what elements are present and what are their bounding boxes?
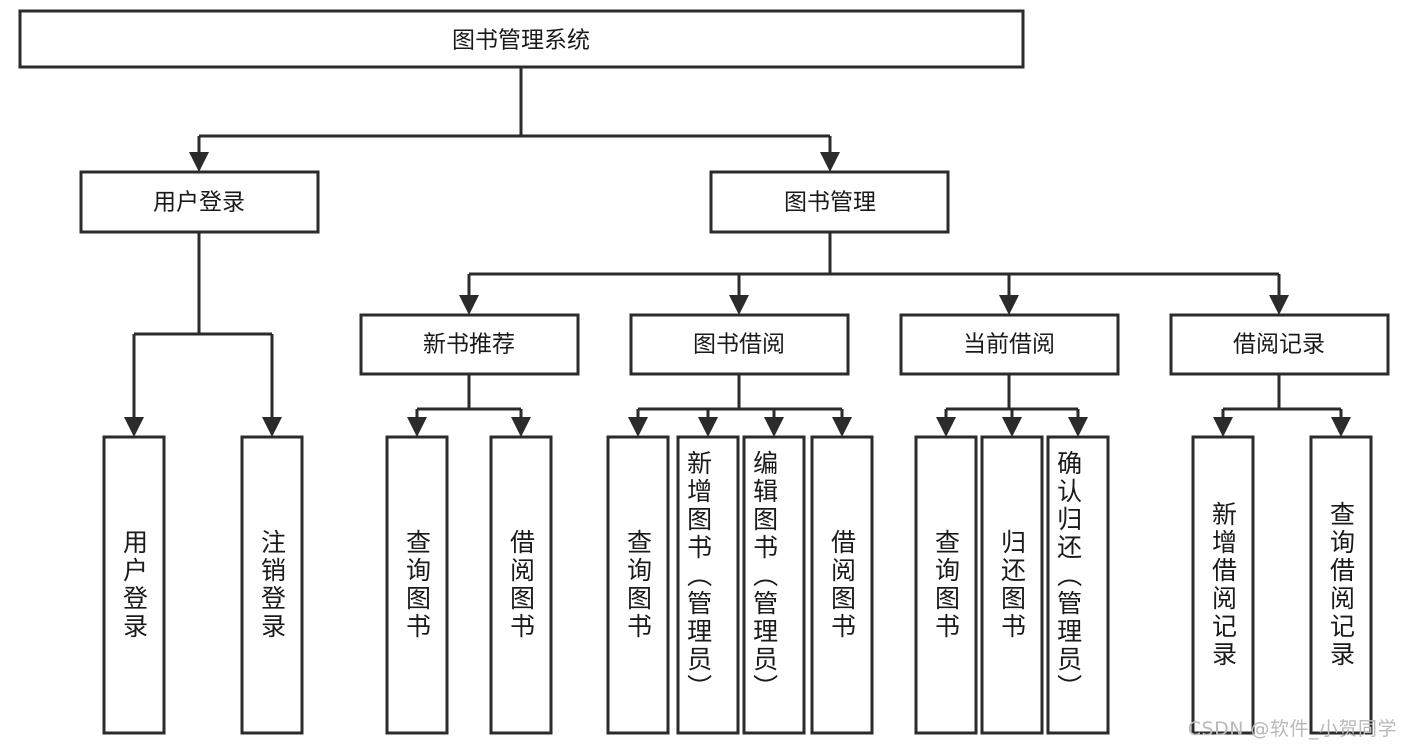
leaf-record-add-box <box>1191 435 1255 735</box>
leaf-user-login-logout-label: 注销登录 <box>258 529 287 641</box>
arrow-root-to-book-mgmt <box>820 152 840 172</box>
arrow-borrow-leaf-1 <box>628 417 648 437</box>
arrow-bookmgmt-to-current <box>999 295 1019 315</box>
leaf-user-login-login[interactable]: 用户登录 <box>102 435 166 735</box>
leaf-borrow-edit-book[interactable]: 编辑图书（管理员） <box>742 435 806 735</box>
node-user-login-label: 用户登录 <box>153 190 245 216</box>
arrow-record-leaf-2 <box>1331 417 1351 437</box>
leaf-borrow-query[interactable]: 查询图书 <box>606 435 670 735</box>
node-book-borrow-box <box>629 313 850 376</box>
arrow-userlogin-leaf-1 <box>124 417 144 437</box>
node-root-box <box>18 9 1025 69</box>
leaf-record-query-label: 查询借阅记录 <box>1327 501 1356 669</box>
node-user-login-box <box>79 170 320 234</box>
leaf-user-login-logout[interactable]: 注销登录 <box>240 435 304 735</box>
leaf-record-add[interactable]: 新增借阅记录 <box>1191 435 1255 735</box>
leaf-borrow-add-book-box <box>676 435 740 735</box>
leaf-borrow-borrow-book-label: 借阅图书 <box>828 529 857 641</box>
leaf-newbook-query[interactable]: 查询图书 <box>385 435 449 735</box>
node-book-management-box <box>709 170 950 234</box>
leaf-borrow-borrow-book-box <box>810 435 874 735</box>
leaf-newbook-borrow-box <box>489 435 553 735</box>
arrow-newbook-leaf-2 <box>511 417 531 437</box>
leaf-current-confirm-return[interactable]: 确认归还（管理员） <box>1046 435 1110 735</box>
leaf-newbook-borrow-label: 借阅图书 <box>507 529 536 641</box>
leaf-current-query-label: 查询图书 <box>932 529 961 641</box>
node-book-borrow-label: 图书借阅 <box>693 332 785 358</box>
arrow-current-leaf-3 <box>1068 417 1088 437</box>
leaf-borrow-query-label: 查询图书 <box>624 529 653 641</box>
arrow-bookmgmt-to-borrow <box>729 295 749 315</box>
node-root-book-management-system[interactable]: 图书管理系统 <box>18 9 1025 69</box>
leaf-borrow-add-book-label: 新增图书（管理员） <box>684 450 713 702</box>
node-root-label: 图书管理系统 <box>452 28 590 54</box>
node-current-borrow[interactable]: 当前借阅 <box>899 313 1120 376</box>
leaf-borrow-edit-book-box <box>742 435 806 735</box>
arrow-bookmgmt-to-newbook <box>459 295 479 315</box>
arrow-borrow-leaf-3 <box>764 417 784 437</box>
leaf-current-query-box <box>914 435 978 735</box>
leaf-record-query[interactable]: 查询借阅记录 <box>1309 435 1373 735</box>
node-borrow-record[interactable]: 借阅记录 <box>1169 313 1390 376</box>
leaf-newbook-borrow[interactable]: 借阅图书 <box>489 435 553 735</box>
leaf-current-confirm-return-box <box>1046 435 1110 735</box>
node-new-book-recommend-label: 新书推荐 <box>423 332 515 358</box>
arrow-current-leaf-2 <box>1002 417 1022 437</box>
node-book-borrow[interactable]: 图书借阅 <box>629 313 850 376</box>
leaf-newbook-query-box <box>385 435 449 735</box>
node-current-borrow-box <box>899 313 1120 376</box>
arrow-root-to-user-login <box>189 152 209 172</box>
leaf-user-login-login-box <box>102 435 166 735</box>
node-borrow-record-box <box>1169 313 1390 376</box>
leaf-newbook-query-label: 查询图书 <box>403 529 432 641</box>
arrow-bookmgmt-to-record <box>1269 295 1289 315</box>
leaf-borrow-borrow-book[interactable]: 借阅图书 <box>810 435 874 735</box>
leaf-current-return-label: 归还图书 <box>998 529 1027 641</box>
arrow-borrow-leaf-2 <box>698 417 718 437</box>
leaf-user-login-logout-box <box>240 435 304 735</box>
leaf-current-return-box <box>980 435 1044 735</box>
node-current-borrow-label: 当前借阅 <box>963 332 1055 358</box>
leaf-record-query-box <box>1309 435 1373 735</box>
leaf-current-return[interactable]: 归还图书 <box>980 435 1044 735</box>
node-borrow-record-label: 借阅记录 <box>1233 332 1325 358</box>
leaf-borrow-edit-book-label: 编辑图书（管理员） <box>750 450 779 702</box>
node-user-login[interactable]: 用户登录 <box>79 170 320 234</box>
arrow-record-leaf-1 <box>1213 417 1233 437</box>
leaf-record-add-label: 新增借阅记录 <box>1209 501 1238 669</box>
node-book-management[interactable]: 图书管理 <box>709 170 950 234</box>
leaf-borrow-query-box <box>606 435 670 735</box>
leaf-current-confirm-return-label: 确认归还（管理员） <box>1054 450 1083 702</box>
arrow-newbook-leaf-1 <box>407 417 427 437</box>
arrow-current-leaf-1 <box>936 417 956 437</box>
leaf-current-query[interactable]: 查询图书 <box>914 435 978 735</box>
node-new-book-recommend[interactable]: 新书推荐 <box>359 313 580 376</box>
leaf-user-login-login-label: 用户登录 <box>120 529 149 641</box>
leaf-borrow-add-book[interactable]: 新增图书（管理员） <box>676 435 740 735</box>
arrow-userlogin-leaf-2 <box>262 417 282 437</box>
node-new-book-recommend-box <box>359 313 580 376</box>
arrow-borrow-leaf-4 <box>832 417 852 437</box>
connector-layer <box>124 67 1351 437</box>
node-book-management-label: 图书管理 <box>784 190 876 216</box>
